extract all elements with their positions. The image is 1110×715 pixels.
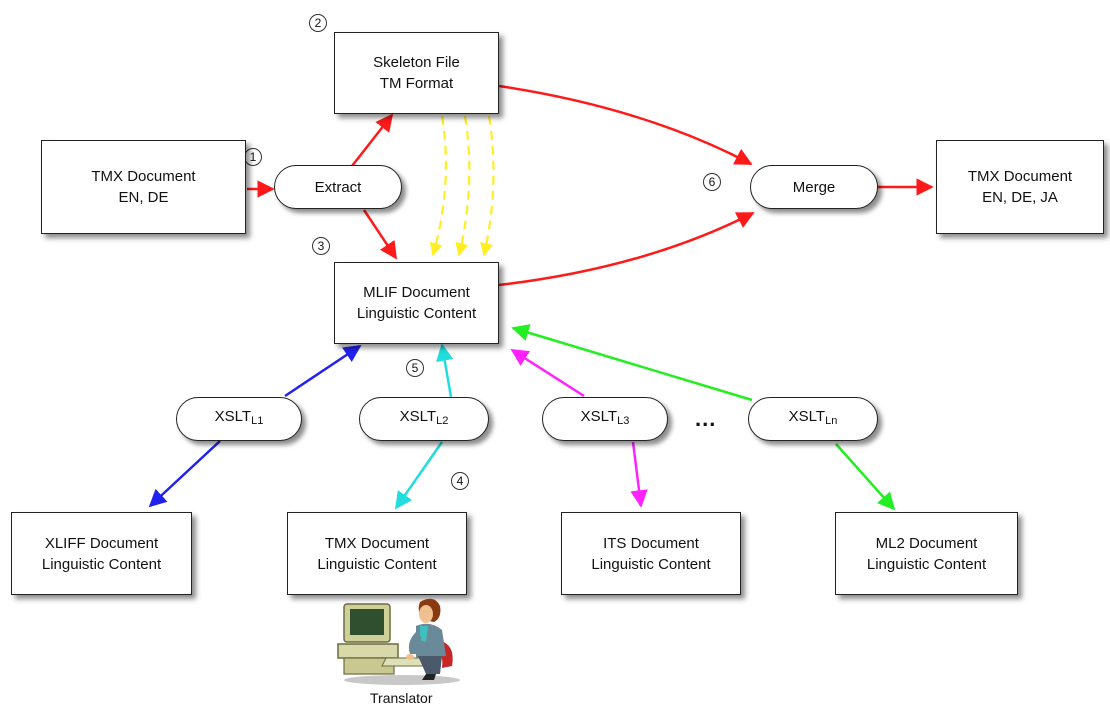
node-merge-label: Merge — [792, 178, 836, 196]
node-its-line1: ITS Document — [603, 534, 699, 552]
node-xliff-document: XLIFF Document Linguistic Content — [11, 512, 192, 595]
node-xslt-ln-sub: Ln — [825, 415, 838, 427]
node-xslt-l1: XSLTL1 — [176, 397, 302, 441]
node-xslt-l3-base: XSLT — [580, 408, 618, 425]
step-marker-1: 1 — [244, 148, 262, 166]
person-at-computer-icon — [337, 598, 460, 685]
edge-xslt-ln-to-ml2 — [835, 443, 896, 511]
node-extract: Extract — [274, 165, 402, 209]
node-its-line2: Linguistic Content — [591, 555, 711, 573]
edge-dashed-2 — [455, 115, 471, 257]
node-its-document: ITS Document Linguistic Content — [561, 512, 741, 595]
node-xslt-l3: XSLTL3 — [542, 397, 668, 441]
node-xslt-l1-label: XSLTL1 — [215, 406, 264, 432]
node-tmx-target: TMX Document EN, DE, JA — [936, 140, 1104, 234]
node-mlif-document: MLIF Document Linguistic Content — [334, 262, 499, 344]
edge-dashed-1 — [429, 115, 447, 257]
ellipsis-more-xslt: ... — [695, 406, 717, 431]
node-skeleton-line1: Skeleton File — [373, 54, 460, 71]
step-marker-4: 4 — [451, 472, 469, 490]
node-xslt-l3-sub: L3 — [617, 415, 630, 427]
edge-mlif-to-merge — [498, 211, 755, 287]
node-xslt-ln: XSLTLn — [748, 397, 878, 441]
node-xslt-l1-base: XSLT — [214, 408, 252, 425]
edge-extract-to-skeleton — [351, 113, 394, 167]
node-tmx-l2-line2: Linguistic Content — [317, 555, 437, 573]
node-xslt-l3-label: XSLTL3 — [581, 406, 630, 432]
node-xslt-l1-sub: L1 — [251, 415, 264, 427]
edge-dashed-3 — [480, 115, 495, 257]
node-tmx-target-line1: TMX Document — [967, 168, 1073, 185]
node-skeleton-line2: TM Format — [379, 75, 454, 92]
node-ml2-line2: Linguistic Content — [866, 555, 987, 573]
node-xslt-l2: XSLTL2 — [359, 397, 489, 441]
node-mlif-line2: Linguistic Content — [356, 305, 477, 322]
edge-xslt-ln-to-mlif — [511, 324, 753, 402]
node-xslt-ln-base: XSLT — [788, 408, 826, 425]
step-marker-2: 2 — [309, 14, 327, 32]
node-xslt-l2-sub: L2 — [436, 415, 449, 427]
edge-xslt-l3-to-mlif — [510, 348, 585, 398]
node-xslt-l2-base: XSLT — [399, 408, 437, 425]
node-xslt-l2-label: XSLTL2 — [400, 406, 449, 432]
node-xslt-ln-label: XSLTLn — [789, 406, 838, 432]
edge-skeleton-to-merge — [498, 84, 753, 166]
node-tmx-source-line2: EN, DE — [118, 189, 169, 206]
node-xliff-line2: Linguistic Content — [41, 555, 162, 573]
step-marker-3: 3 — [312, 237, 330, 255]
edge-extract-to-mlif — [362, 209, 398, 260]
step-marker-6: 6 — [703, 173, 721, 191]
node-extract-label: Extract — [314, 178, 362, 196]
node-ml2-line1: ML2 Document — [875, 534, 978, 552]
node-tmx-source: TMX Document EN, DE — [41, 140, 246, 234]
edge-xslt-l1-to-mlif — [284, 344, 362, 398]
node-ml2-document: ML2 Document Linguistic Content — [835, 512, 1018, 595]
node-tmx-source-line1: TMX Document — [91, 168, 196, 185]
translator-caption: Translator — [370, 690, 433, 706]
edge-xslt-l2-to-mlif — [436, 343, 454, 398]
node-tmx-l2-line1: TMX Document — [324, 534, 430, 552]
node-xliff-line1: XLIFF Document — [44, 534, 159, 552]
edge-xslt-l3-to-its — [630, 441, 648, 508]
node-mlif-line1: MLIF Document — [363, 284, 470, 301]
node-tmx-target-line2: EN, DE, JA — [982, 189, 1058, 206]
node-skeleton-file: Skeleton File TM Format — [334, 32, 499, 114]
edge-xslt-l2-to-tmx — [394, 441, 444, 510]
node-tmx-document-l2: TMX Document Linguistic Content — [287, 512, 467, 595]
node-merge: Merge — [750, 165, 878, 209]
step-marker-5: 5 — [406, 359, 424, 377]
edge-xslt-l1-to-xliff — [148, 440, 221, 508]
